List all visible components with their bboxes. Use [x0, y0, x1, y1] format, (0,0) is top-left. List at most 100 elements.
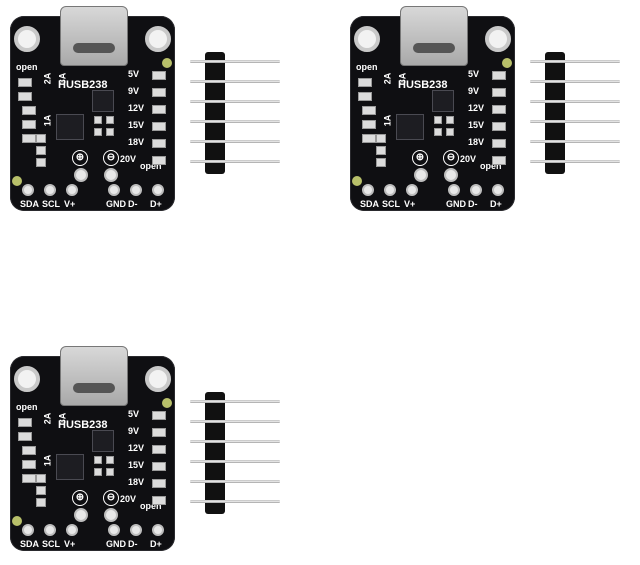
- voltage-label: 5V: [128, 69, 140, 79]
- header-housing: [205, 52, 225, 174]
- pin-label: D+: [490, 199, 502, 209]
- current-label: 3A: [57, 412, 68, 425]
- solder-jumper-pad: [22, 134, 36, 143]
- smd-component: [94, 128, 102, 136]
- smd-component: [94, 116, 102, 124]
- mounting-hole-icon: [145, 26, 171, 52]
- pin-pad: [152, 524, 164, 536]
- solder-jumper-pad: [22, 474, 36, 483]
- header-pin: [530, 120, 620, 123]
- smd-component: [36, 146, 46, 155]
- solder-jumper-pad: [152, 479, 166, 488]
- header-pin: [530, 140, 620, 143]
- solder-jumper-pad: [152, 445, 166, 454]
- fiducial-icon: [502, 58, 512, 68]
- mounting-hole-icon: [145, 366, 171, 392]
- current-label: 2A: [382, 72, 393, 85]
- header-pin: [190, 460, 280, 463]
- smd-component: [376, 158, 386, 167]
- pin-pad: [22, 184, 34, 196]
- solder-jumper-pad: [18, 418, 32, 427]
- solder-jumper-pad: [152, 156, 166, 165]
- header-pin: [190, 120, 280, 123]
- solder-jumper-pad: [152, 105, 166, 114]
- mounting-hole-icon: [354, 26, 380, 52]
- voltage-label: 5V: [128, 409, 140, 419]
- smd-component: [106, 456, 114, 464]
- pin-pad: [406, 184, 418, 196]
- pin-header: [520, 52, 620, 176]
- fiducial-icon: [352, 176, 362, 186]
- current-label: 2A: [42, 72, 53, 85]
- plus-symbol-icon: ⊕: [412, 150, 428, 166]
- smd-component: [94, 468, 102, 476]
- pin-pad: [108, 184, 120, 196]
- fiducial-icon: [162, 398, 172, 408]
- pin-label: SCL: [42, 199, 60, 209]
- smd-component: [446, 116, 454, 124]
- smd-component: [36, 134, 46, 143]
- header-pin: [530, 100, 620, 103]
- header-pin: [530, 80, 620, 83]
- voltage-label: 5V: [468, 69, 480, 79]
- header-pin: [190, 140, 280, 143]
- open-label: open: [16, 402, 38, 412]
- pin-label: SDA: [360, 199, 380, 209]
- voltage-label: 12V: [468, 103, 485, 113]
- pin-pad: [492, 184, 504, 196]
- solder-jumper-pad: [492, 105, 506, 114]
- pin-pad: [66, 524, 78, 536]
- header-pin: [190, 500, 280, 503]
- voltage-label: 15V: [468, 120, 485, 130]
- solder-jumper-pad: [152, 122, 166, 131]
- pin-label: GND: [106, 539, 126, 549]
- smd-component: [434, 128, 442, 136]
- voltage-label: 12V: [128, 443, 145, 453]
- header-pin: [190, 160, 280, 163]
- pin-label: D-: [468, 199, 478, 209]
- smd-component: [376, 146, 386, 155]
- solder-jumper-pad: [362, 106, 376, 115]
- plus-symbol-icon: ⊕: [72, 150, 88, 166]
- solder-jumper-pad: [152, 496, 166, 505]
- pin-pad: [362, 184, 374, 196]
- pin-pad: [470, 184, 482, 196]
- solder-jumper-pad: [358, 92, 372, 101]
- smd-component: [106, 128, 114, 136]
- pin-label: V+: [64, 199, 76, 209]
- header-pin: [190, 440, 280, 443]
- open-label: open: [140, 161, 162, 171]
- plus-symbol-icon: ⊕: [72, 490, 88, 506]
- header-pin: [190, 100, 280, 103]
- header-housing: [545, 52, 565, 174]
- pin-header: [180, 392, 280, 516]
- pin-pad: [44, 524, 56, 536]
- solder-jumper-pad: [22, 460, 36, 469]
- pin-pad: [152, 184, 164, 196]
- smd-component: [36, 474, 46, 483]
- usb-c-connector-icon: [400, 6, 468, 66]
- mounting-hole-icon: [14, 366, 40, 392]
- solder-jumper-pad: [492, 139, 506, 148]
- pin-label: GND: [106, 199, 126, 209]
- pin-pad: [22, 524, 34, 536]
- pin-label: D-: [128, 539, 138, 549]
- power-pad: [104, 508, 118, 522]
- voltage-label: 15V: [128, 120, 145, 130]
- smd-component: [106, 468, 114, 476]
- header-housing: [205, 392, 225, 514]
- pin-pad: [66, 184, 78, 196]
- power-pad: [74, 508, 88, 522]
- solder-jumper-pad: [492, 71, 506, 80]
- pin-pad: [448, 184, 460, 196]
- solder-jumper-pad: [492, 156, 506, 165]
- regulator-chip: [432, 90, 454, 112]
- current-label: 1A: [42, 454, 53, 467]
- power-pad: [104, 168, 118, 182]
- header-pin: [530, 160, 620, 163]
